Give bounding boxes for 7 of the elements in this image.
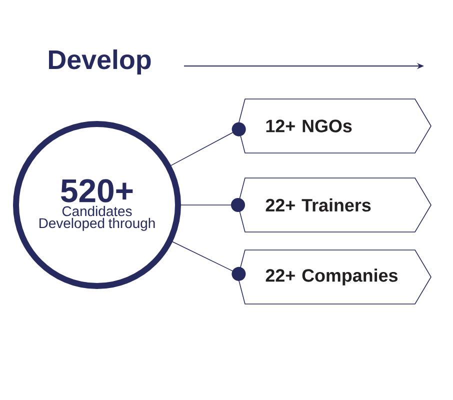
connector (170, 122, 246, 166)
tag-box: 12+ NGOs (238, 98, 432, 154)
tag-box: 22+ Trainers (238, 178, 432, 232)
tag-box: 22+ Companies (238, 250, 432, 304)
connector (172, 241, 246, 281)
connector (180, 198, 245, 212)
title: Develop (49, 49, 151, 75)
